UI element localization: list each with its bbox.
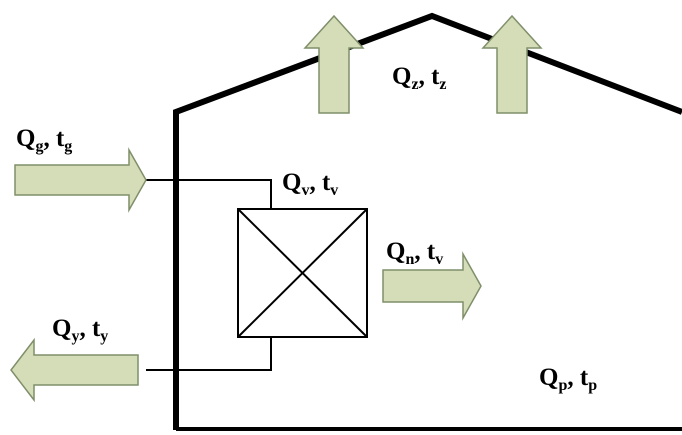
intake-duct [146, 179, 272, 209]
roof-exhaust-arrow-right [481, 14, 543, 114]
intake-arrow [14, 147, 147, 213]
label-room-supply: Qn, tv [386, 238, 443, 268]
label-exhaust: Qy, ty [52, 315, 108, 345]
label-intake: Qg, tg [16, 125, 72, 155]
exhaust-duct [146, 337, 272, 371]
exhaust-out-arrow [10, 337, 139, 403]
air-handling-unit [237, 208, 368, 338]
label-unit-supply: Qv, tv [282, 169, 338, 199]
building-outline [173, 12, 682, 430]
room-supply-arrow [382, 251, 482, 321]
label-room-air: Qp, tp [539, 364, 597, 394]
roof-exhaust-arrow-left [303, 14, 365, 114]
label-roof-exhaust: Qz, tz [392, 63, 447, 93]
